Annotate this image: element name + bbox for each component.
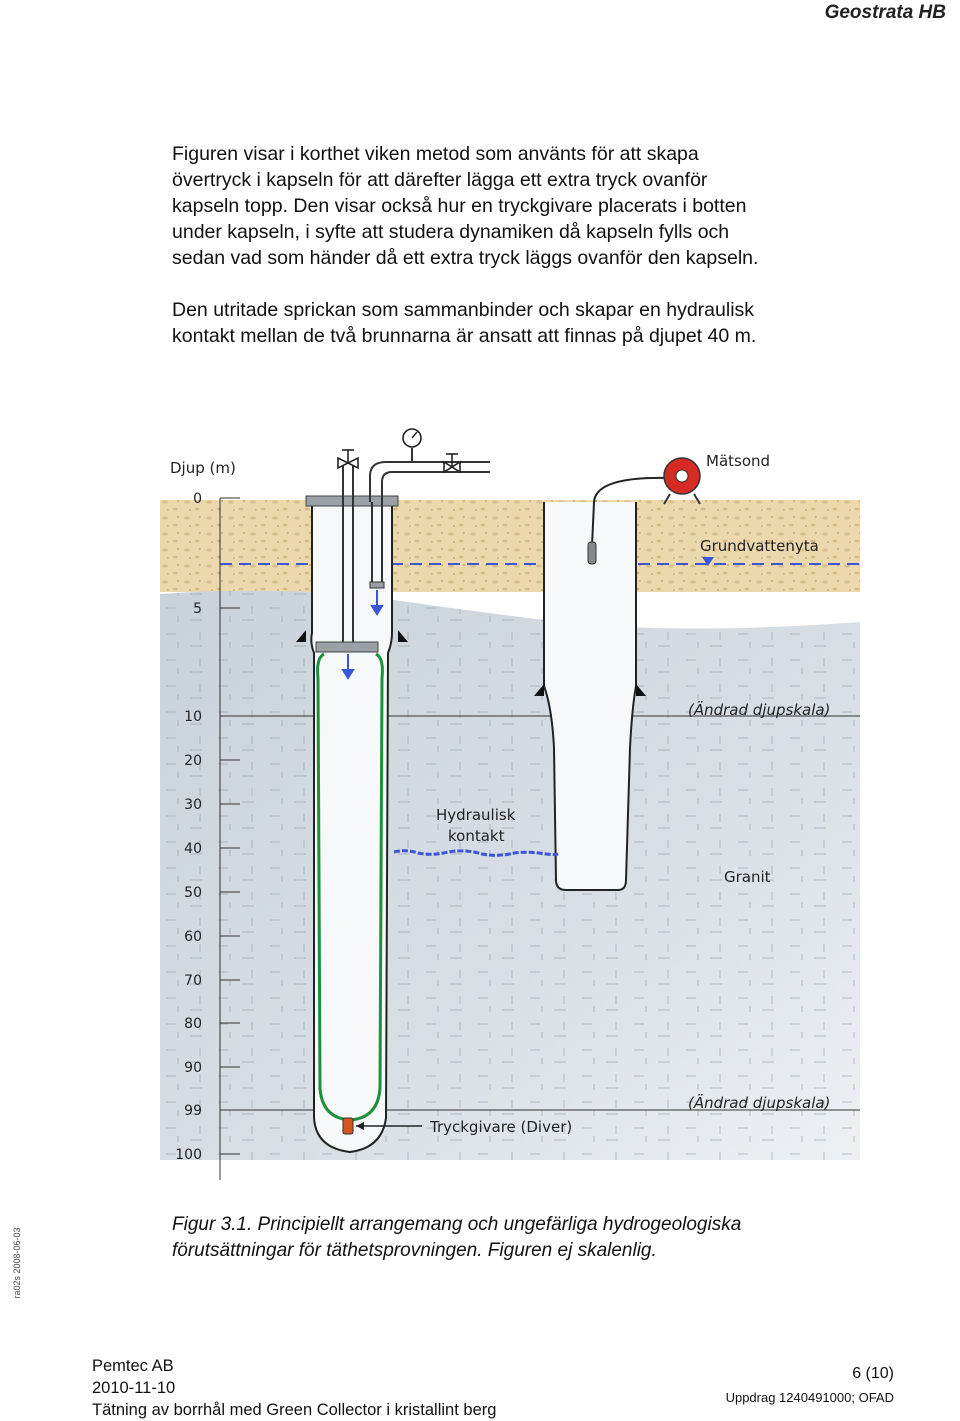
hydraulic-contact-label: kontakt bbox=[448, 827, 505, 845]
depth-tick-label: 30 bbox=[184, 797, 202, 813]
capsule-top-plate bbox=[315, 641, 379, 653]
paragraph-line: övertryck i kapseln för att därefter läg… bbox=[172, 169, 708, 191]
right-borehole bbox=[534, 502, 646, 891]
hydraulic-contact-label-line: Hydraulisk bbox=[436, 806, 516, 824]
depth-tick-label: 70 bbox=[184, 973, 202, 989]
footer-left: Pemtec AB 2010-11-10 Tätning av borrhål … bbox=[92, 1355, 496, 1421]
pipe-assembly bbox=[342, 461, 490, 642]
groundwater-marker-icon bbox=[702, 557, 714, 566]
borehole-diagram: Djup (m) 0 5 10 20 30 40 50 60 70 80 90 … bbox=[160, 428, 860, 1180]
hydraulic-contact-label-line: kontakt bbox=[448, 827, 505, 845]
caption-line: förutsättningar för täthetsprovningen. F… bbox=[172, 1240, 657, 1261]
groundwater-label: Grundvattenyta bbox=[700, 537, 819, 555]
figure-caption: Figur 3.1. Principiellt arrangemang och … bbox=[172, 1212, 741, 1264]
paragraph-line: kontakt mellan de två brunnarna är ansat… bbox=[172, 325, 757, 347]
depth-axis-title: Djup (m) bbox=[170, 459, 236, 477]
paragraph-line: sedan vad som händer då ett extra tryck … bbox=[172, 247, 759, 269]
paragraph-line: Den utritade sprickan som sammanbinder o… bbox=[172, 299, 755, 321]
flow-arrow-icon bbox=[370, 590, 384, 616]
pressure-sensor bbox=[342, 1117, 354, 1135]
inner-pipe-cap bbox=[369, 581, 385, 589]
depth-tick-label: 60 bbox=[184, 929, 202, 945]
footer-date: 2010-11-10 bbox=[92, 1379, 176, 1397]
paragraph-1: Figuren visar i korthet viken metod som … bbox=[172, 141, 812, 271]
footer-right: 6 (10) Uppdrag 1240491000; OFAD bbox=[726, 1362, 894, 1410]
flow-arrow-icon bbox=[341, 654, 355, 680]
valve-icon bbox=[337, 449, 359, 470]
paragraph-line: kapseln topp. Den visar också hur en try… bbox=[172, 195, 747, 217]
hydraulic-crack bbox=[393, 849, 559, 857]
pressure-gauge-icon bbox=[402, 428, 422, 462]
footer-company: Pemtec AB bbox=[92, 1357, 174, 1375]
depth-tick-label: 40 bbox=[184, 841, 202, 857]
depth-tick-label: 0 bbox=[193, 491, 202, 507]
probe-label: Mätsond bbox=[706, 452, 770, 470]
assignment-text: Uppdrag 1240491000; bbox=[725, 1390, 855, 1405]
measuring-probe bbox=[587, 457, 701, 565]
sensor-pointer-arrow bbox=[356, 1122, 422, 1130]
depth-tick-label: 5 bbox=[193, 601, 202, 617]
assignment-number: Uppdrag 1240491000; OFAD bbox=[726, 1386, 894, 1410]
caption-line: Figur 3.1. Principiellt arrangemang och … bbox=[172, 1214, 742, 1235]
paragraph-line: Figuren visar i korthet viken metod som … bbox=[172, 143, 699, 165]
depth-tick-labels: 0 5 10 20 30 40 50 60 70 80 90 99 100 bbox=[175, 491, 202, 1163]
scale-change-label-upper: (Ändrad djupskala) bbox=[688, 700, 830, 719]
pressure-sensor-label: Tryckgivare (Diver) bbox=[429, 1118, 572, 1136]
hydraulic-contact-label: Hydraulisk bbox=[436, 806, 516, 824]
page-number: 6 (10) bbox=[852, 1365, 894, 1382]
depth-tick-label: 10 bbox=[184, 709, 202, 725]
depth-tick-label: 100 bbox=[175, 1147, 202, 1163]
depth-tick-label: 99 bbox=[184, 1103, 202, 1119]
soil-layer bbox=[160, 500, 860, 592]
depth-tick-label: 50 bbox=[184, 885, 202, 901]
rock-label: Granit bbox=[724, 868, 771, 886]
depth-tick-label: 90 bbox=[184, 1060, 202, 1076]
scale-change-label-lower: (Ändrad djupskala) bbox=[688, 1093, 830, 1112]
depth-tick-label: 20 bbox=[184, 753, 202, 769]
side-template-code: ra02s 2008-06-03 bbox=[12, 1227, 22, 1299]
assignment-suffix: OFAD bbox=[858, 1390, 894, 1405]
paragraph-2: Den utritade sprickan som sammanbinder o… bbox=[172, 297, 812, 349]
footer-title: Tätning av borrhål med Green Collector i… bbox=[92, 1401, 497, 1419]
paragraph-line: under kapseln, i syfte att studera dynam… bbox=[172, 221, 730, 243]
depth-tick-label: 80 bbox=[184, 1016, 202, 1032]
header-company: Geostrata HB bbox=[824, 2, 946, 23]
valve-icon bbox=[443, 453, 461, 474]
